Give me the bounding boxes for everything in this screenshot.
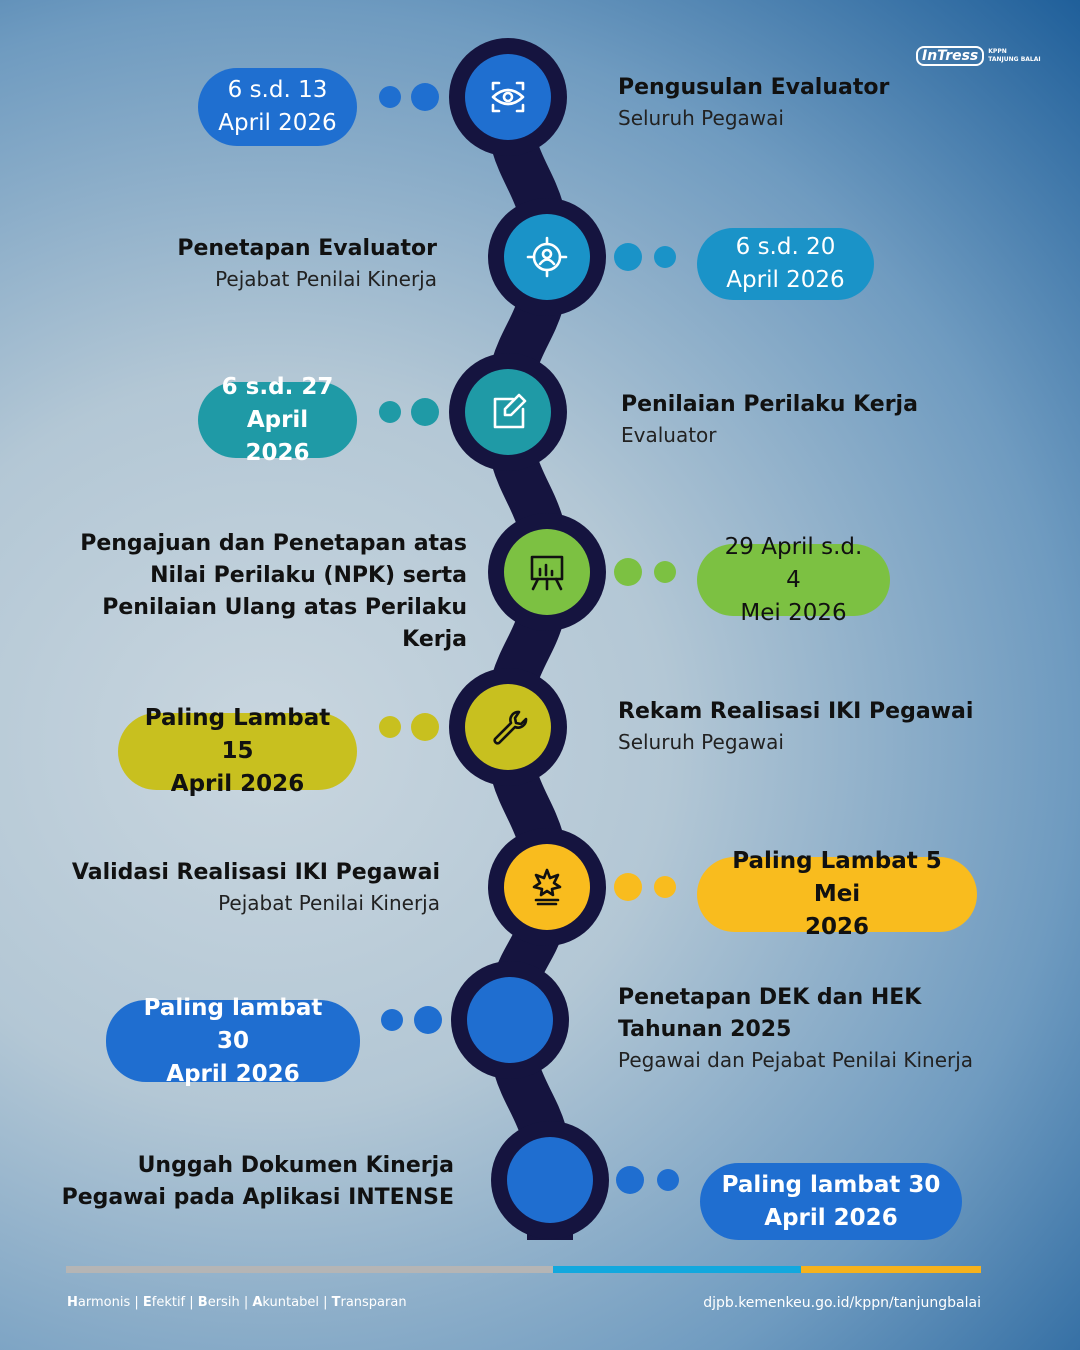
wrench-icon	[483, 702, 533, 752]
connector-dot	[379, 401, 401, 423]
step-date-pill: Paling lambat 30 April 2026	[106, 995, 360, 1087]
footer-bar-yellow	[801, 1266, 981, 1273]
logo-office: KPPN	[988, 48, 1007, 55]
step-date-pill: Paling Lambat 15 April 2026	[118, 705, 357, 797]
step-node	[504, 844, 590, 930]
step-subtitle: Pejabat Penilai Kinerja	[215, 267, 437, 291]
connector-dot	[381, 1009, 403, 1031]
step-title: Rekam Realisasi IKI Pegawai	[618, 699, 974, 724]
footer-bar-gray	[66, 1266, 553, 1273]
connector-dot	[411, 713, 439, 741]
step-date-pill: 6 s.d. 13 April 2026	[198, 68, 357, 146]
step-date-pill: 6 s.d. 20 April 2026	[697, 228, 874, 300]
step-node	[465, 54, 551, 140]
logo-mark: InTress	[916, 46, 985, 66]
step-date-pill: Paling Lambat 5 Mei 2026	[697, 848, 977, 940]
step-subtitle: Seluruh Pegawai	[618, 730, 784, 754]
step-subtitle: Evaluator	[621, 423, 717, 447]
connector-dot	[654, 246, 676, 268]
footer-bar-blue	[553, 1266, 801, 1273]
step-title: Validasi Realisasi IKI Pegawai	[71, 860, 440, 885]
footer-value-part: T	[331, 1295, 341, 1310]
footer-url: djpb.kemenkeu.go.id/kppn/tanjungbalai	[703, 1295, 981, 1311]
footer-value-part: kuntabel |	[262, 1295, 332, 1310]
connector-dot	[614, 558, 642, 586]
footer-values: Harmonis | Efektif | Bersih | Akuntabel …	[67, 1295, 407, 1310]
step-date-pill: 29 April s.d. 4 Mei 2026	[697, 534, 890, 626]
connector-dot	[654, 561, 676, 583]
connector-dot	[379, 716, 401, 738]
connector-dot	[411, 83, 439, 111]
step-node	[507, 1137, 593, 1223]
edit-icon	[483, 387, 533, 437]
step-node	[465, 369, 551, 455]
connector-dot	[414, 1006, 442, 1034]
connector-dot	[616, 1166, 644, 1194]
footer-value-part: ransparan	[340, 1295, 407, 1310]
footer-value-part: B	[197, 1295, 208, 1310]
step-node	[467, 977, 553, 1063]
connector-dot	[657, 1169, 679, 1191]
step-title: Penetapan Evaluator	[177, 236, 437, 261]
step-title: Pengusulan Evaluator	[618, 75, 890, 100]
step-text: Unggah Dokumen Kinerja Pegawai pada Apli…	[40, 1150, 454, 1214]
connector-dot	[614, 873, 642, 901]
connector-dot	[379, 86, 401, 108]
footer-value-part: H	[67, 1295, 78, 1310]
footer-value-part: E	[142, 1295, 152, 1310]
connector-dot	[654, 876, 676, 898]
step-date-pill: 6 s.d. 27 April 2026	[198, 374, 357, 466]
footer-value-part: armonis |	[77, 1295, 143, 1310]
step-title: Penetapan DEK dan HEK Tahunan 2025	[618, 985, 922, 1042]
step-title: Pengajuan dan Penetapan atas Nilai Peril…	[80, 531, 467, 652]
award-icon	[522, 862, 572, 912]
step-text: Pengajuan dan Penetapan atas Nilai Peril…	[30, 528, 467, 656]
connector-dot	[411, 398, 439, 426]
user-target-icon	[522, 232, 572, 282]
connector-dot	[614, 243, 642, 271]
step-subtitle: Seluruh Pegawai	[618, 106, 784, 130]
logo-city: TANJUNG BALAI	[988, 56, 1041, 63]
eye-scan-icon	[483, 72, 533, 122]
footer-value-part: A	[252, 1295, 263, 1310]
step-subtitle: Pegawai dan Pejabat Penilai Kinerja	[618, 1048, 974, 1072]
step-title: Penilaian Perilaku Kerja	[621, 392, 918, 417]
step-subtitle: Pejabat Penilai Kinerja	[218, 891, 440, 915]
step-title: Unggah Dokumen Kinerja Pegawai pada Apli…	[61, 1153, 454, 1210]
footer-value-part: ersih |	[207, 1295, 253, 1310]
step-date-pill: Paling lambat 30 April 2026	[700, 1163, 962, 1240]
footer-value-part: fektif |	[151, 1295, 198, 1310]
presentation-chart-icon	[522, 547, 572, 597]
